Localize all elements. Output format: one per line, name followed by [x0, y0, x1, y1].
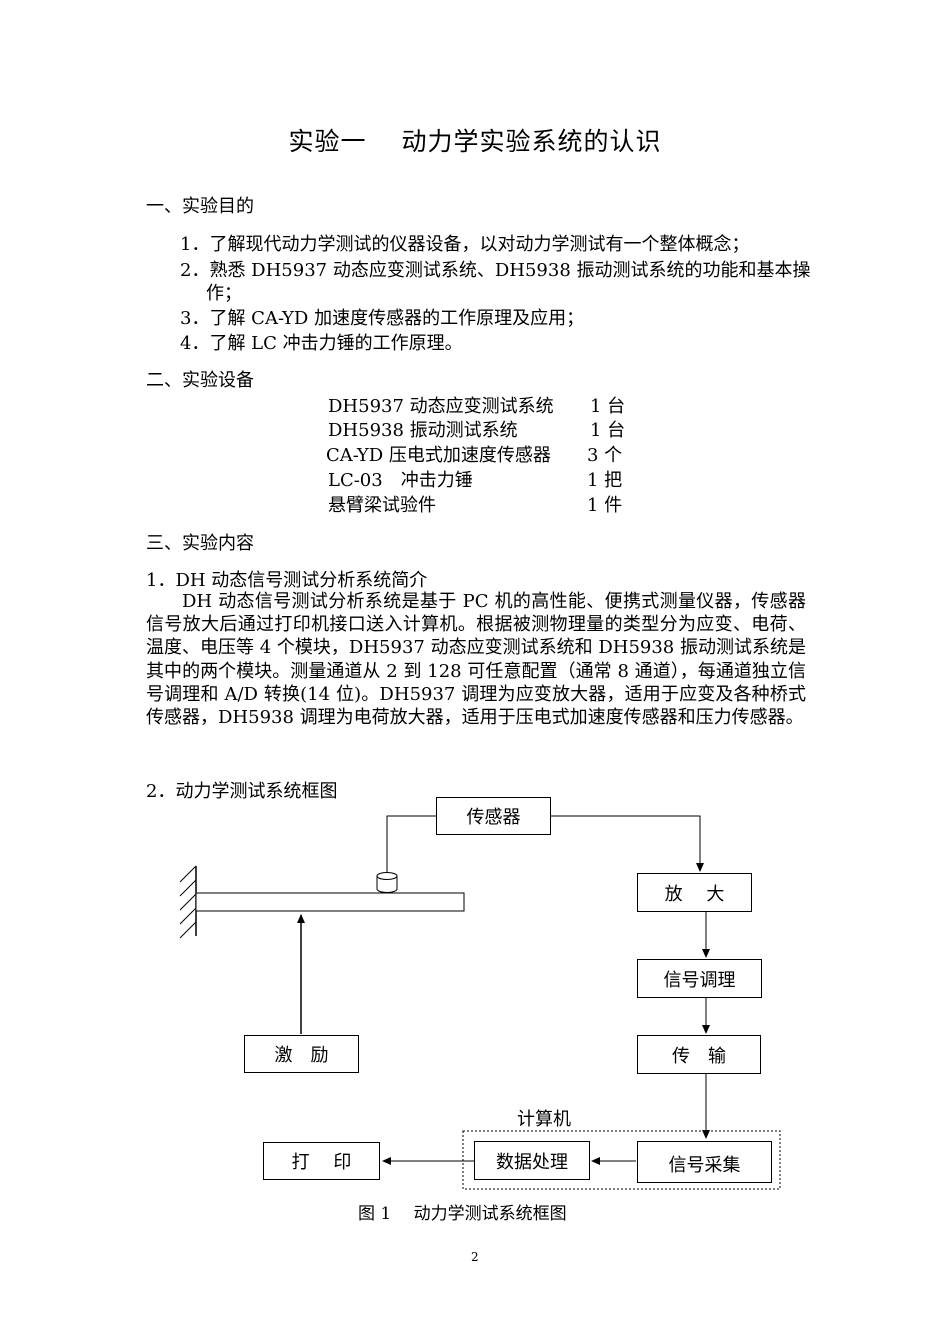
- sensor-cable: [386, 815, 436, 872]
- computer-frame: [462, 1130, 781, 1190]
- page-title: 实验一 动力学实验系统的认识: [288, 127, 662, 156]
- transmission-box: 传 输: [637, 1035, 761, 1074]
- page-number: 2: [471, 1250, 479, 1264]
- equipment-qty: 1 台: [590, 420, 626, 441]
- equipment-name: DH5938 振动测试系统: [328, 420, 518, 441]
- computer-label: 计算机: [517, 1109, 571, 1130]
- subsection-heading: 1．DH 动态信号测试分析系统简介: [146, 570, 428, 591]
- equipment-qty: 3 个: [587, 445, 623, 466]
- amplifier-box: 放 大: [637, 873, 752, 912]
- section-heading-equipment: 二、实验设备: [146, 370, 254, 391]
- arrow-sensor-to-amplifier: [551, 815, 704, 872]
- equipment-name: DH5937 动态应变测试系统: [328, 396, 554, 417]
- accelerometer-sensor: [376, 872, 398, 893]
- sensor-box: 传感器: [436, 797, 551, 835]
- equipment-name: CA-YD 压电式加速度传感器: [326, 445, 551, 466]
- objective-item: 4．了解 LC 冲击力锤的工作原理。: [180, 333, 463, 354]
- data-processing-box: 数据处理: [474, 1141, 590, 1180]
- excitation-box: 激 励: [244, 1035, 359, 1073]
- signal-conditioning-box: 信号调理: [637, 959, 762, 998]
- section-heading-objectives: 一、实验目的: [146, 196, 254, 217]
- section-heading-content: 三、实验内容: [146, 533, 254, 554]
- objective-item-continuation: 作；: [206, 283, 242, 304]
- objective-item: 3．了解 CA-YD 加速度传感器的工作原理及应用；: [180, 308, 585, 329]
- intro-paragraph: DH 动态信号测试分析系统是基于 PC 机的高性能、便携式测量仪器，传感器信号放…: [146, 591, 806, 729]
- equipment-qty: 1 件: [587, 495, 623, 516]
- equipment-qty: 1 台: [590, 396, 626, 417]
- cantilever-beam: [195, 892, 465, 912]
- objective-item: 2．熟悉 DH5937 动态应变测试系统、DH5938 振动测试系统的功能和基本…: [180, 260, 811, 281]
- equipment-name: LC-03 冲击力锤: [328, 470, 473, 491]
- print-box: 打 印: [263, 1142, 380, 1180]
- signal-acquisition-box: 信号采集: [637, 1141, 772, 1183]
- subsection-heading: 2．动力学测试系统框图: [146, 781, 338, 802]
- objective-item: 1．了解现代动力学测试的仪器设备，以对动力学测试有一个整体概念；: [180, 234, 750, 255]
- equipment-name: 悬臂梁试验件: [328, 495, 436, 516]
- figure-caption: 图 1 动力学测试系统框图: [358, 1204, 567, 1224]
- equipment-qty: 1 把: [587, 470, 623, 491]
- wall-hatching: [179, 865, 197, 939]
